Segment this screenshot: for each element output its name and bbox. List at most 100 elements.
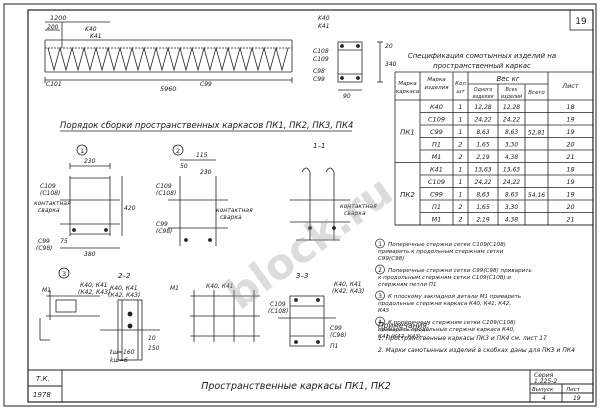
spec-row-w-all: 4,38 [505, 217, 519, 224]
stamp-tk: Т.К. [36, 375, 50, 383]
step-number: 2 [378, 267, 382, 274]
top-dim-200: 200 [47, 24, 59, 31]
detail-2-number: 2 [176, 147, 180, 155]
detail-1-dim-380: 380 [84, 251, 96, 258]
spec-row-qty: 1 [458, 103, 462, 111]
assembly-step: Поперечные стержни сетки С99(С98) привар… [378, 268, 532, 288]
spec-row-w-one: 1,65 [476, 142, 490, 149]
sheet-number-box: 19 [569, 9, 594, 31]
spec-header-weight: Вес кг [496, 75, 519, 83]
section-label-c99: C99 [313, 76, 325, 83]
top-label-k41: K41 [90, 33, 102, 40]
section-2-2-dim-10: 10 [148, 335, 156, 342]
spec-row-w-all: 3,30 [505, 204, 519, 211]
step-number: 3 [378, 293, 382, 300]
detail-2-label-c99: С99 [156, 221, 168, 228]
section-3-3-label-c108: (С108) [268, 308, 288, 315]
detail-cage-k40 [190, 290, 260, 342]
section-3-3-label-c99: С99 [330, 325, 342, 332]
spec-row-qty: 2 [458, 216, 462, 224]
section-label-k40: K40 [318, 15, 330, 22]
step-number: 4 [378, 319, 382, 326]
detail-2-label-c108: (С108) [156, 190, 176, 197]
detail-3-label-k40: К40, К41 [80, 282, 108, 289]
detail-1-label-c99: С99 [38, 238, 50, 245]
section-2-2-label-k40: К40, К41 [110, 285, 138, 292]
step-number: 1 [378, 241, 382, 248]
spec-row-sheet: 21 [566, 153, 574, 161]
spec-row-sheet: 19 [566, 191, 574, 199]
assembly-step: Поперечные стержни сетки С109(С108)прива… [378, 242, 506, 262]
section-1-1-contact: контактная [340, 203, 377, 210]
assembly-step: К поперечным стержням сетки С109(С108)пр… [378, 320, 516, 340]
detail-1-label-c108: (С108) [40, 190, 60, 197]
section-2-2-label-k42: (К42, К43) [108, 292, 140, 299]
spec-row-item: К41 [430, 166, 443, 174]
spec-header-w-all-2: изделий [501, 94, 522, 100]
section-label-c108: C108 [313, 48, 329, 55]
spec-row-w-one: 8,63 [476, 129, 490, 136]
section-label-c98: C98 [313, 68, 325, 75]
spec-header-sheet: Лист [561, 82, 579, 90]
spec-row-w-one: 24,22 [474, 117, 491, 124]
section-dim-340: 340 [385, 61, 397, 68]
section-3-3-label-c109: С109 [270, 301, 286, 308]
spec-row-item: М1 [432, 153, 442, 161]
section-dim-90: 90 [343, 93, 351, 100]
small-section-drawing [337, 41, 383, 91]
spec-row-w-one: 13,63 [474, 167, 491, 174]
detail-3-label-k42: (К42, К43) [78, 289, 110, 296]
cage-label-k40: К40, К41 [206, 283, 234, 290]
step-number-circle [375, 316, 385, 327]
detail-1-label-c109: С109 [40, 183, 56, 190]
section-1-1-title: 1–1 [313, 142, 325, 150]
spec-group-mark: ПК2 [400, 191, 415, 199]
spec-row-w-all: 4,38 [505, 154, 519, 161]
spec-row-item: К40 [430, 103, 443, 111]
spec-row-w-one: 1,65 [476, 204, 490, 211]
section-2-2-dim-lsh: ℓш=160 [109, 349, 135, 356]
stamp-issue-val: 4 [542, 395, 546, 402]
detail-2-label-contact: контактная [216, 207, 253, 214]
spec-header-mark-2: каркаса [396, 89, 420, 95]
assembly-title: Порядок сборки пространственных каркасов… [60, 121, 353, 131]
spec-title-2: пространственный каркас [433, 62, 531, 70]
spec-row-qty: 2 [458, 153, 462, 161]
detail-2-label-c109: С109 [156, 183, 172, 190]
spec-row-item: П1 [432, 203, 441, 211]
section-2-2-label-m1: М1 [170, 285, 179, 292]
detail-2-dim-230: 230 [200, 169, 212, 176]
detail-3 [39, 267, 100, 341]
spec-row-qty: 2 [458, 203, 462, 211]
detail-1 [60, 144, 123, 249]
section-label-c109: C109 [313, 56, 329, 63]
detail-1-dim-230: 230 [84, 158, 96, 165]
spec-row-w-all: 24,22 [503, 117, 520, 124]
stamp-series-num: 1.225-2 [534, 378, 557, 385]
spec-row-w-one: 24,22 [474, 179, 491, 186]
step-number-circle [375, 264, 385, 275]
section-1-1-weld: сварка [344, 210, 366, 217]
spec-row-w-one: 2,19 [476, 217, 490, 224]
assembly-step: К плоскому закладной детали М1 приварить… [378, 294, 521, 314]
section-2-2 [100, 299, 160, 361]
spec-row-item: С109 [428, 116, 445, 124]
spec-header-w-one-2: изделия [472, 95, 493, 100]
spec-title-1: Спецификация сомотынных изделий на [408, 52, 556, 60]
spec-row-w-all: 3,30 [505, 142, 519, 149]
spec-row-item: С99 [430, 191, 443, 199]
detail-1-dim-420: 420 [124, 205, 136, 212]
detail-1-number: 1 [80, 147, 84, 155]
spec-header-item-2: изделия [424, 85, 449, 91]
spec-row-item: П1 [432, 141, 441, 149]
spec-header-mark: Марка [398, 81, 417, 87]
spec-row-w-all: 8,63 [505, 129, 519, 136]
sheet-number: 19 [575, 17, 587, 27]
top-cage-drawing [44, 21, 293, 83]
note-1: 1. Пространственные каркасы ПК3 и ПК4 см… [378, 335, 547, 342]
top-dim-5960: 5960 [160, 85, 177, 93]
spec-row-qty: 1 [458, 116, 462, 124]
stamp-sheet-label: Лист [565, 387, 581, 393]
spec-row-qty: 1 [458, 178, 462, 186]
